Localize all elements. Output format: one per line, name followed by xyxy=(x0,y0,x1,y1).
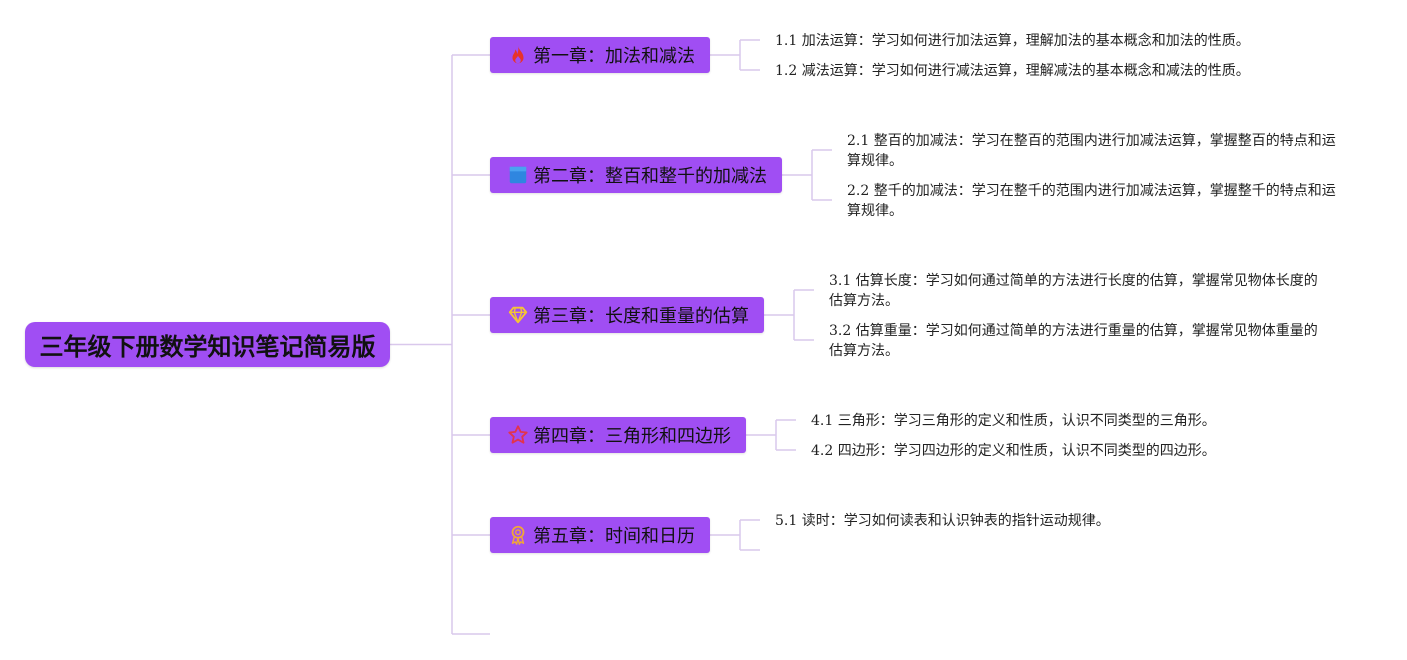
star-icon xyxy=(507,424,529,446)
chapter-node-1[interactable]: 第一章：加法和减法 xyxy=(490,37,710,73)
blue-square-icon xyxy=(507,164,529,186)
topic-4-2: 4.2 四边形：学习四边形的定义和性质，认识不同类型的四边形。 xyxy=(811,443,1216,459)
chapter-title: 第二章：整百和整千的加减法 xyxy=(533,166,767,187)
topic-5-1: 5.1 读时：学习如何读表和认识钟表的指针运动规律。 xyxy=(775,513,1110,529)
root-node[interactable]: 三年级下册数学知识笔记简易版 xyxy=(25,322,390,367)
fire-icon xyxy=(507,44,529,66)
diamond-icon xyxy=(507,304,529,326)
chapter-title: 第四章：三角形和四边形 xyxy=(533,426,731,447)
chapter-node-4[interactable]: 第四章：三角形和四边形 xyxy=(490,417,746,453)
chapter-title: 第三章：长度和重量的估算 xyxy=(533,306,749,327)
chapter-node-5[interactable]: 第五章：时间和日历 xyxy=(490,517,710,553)
topic-1-2: 1.2 减法运算：学习如何进行减法运算，理解减法的基本概念和减法的性质。 xyxy=(775,63,1250,79)
award-badge-icon xyxy=(507,524,529,546)
chapter-title: 第一章：加法和减法 xyxy=(533,46,695,67)
chapter-node-3[interactable]: 第三章：长度和重量的估算 xyxy=(490,297,764,333)
topic-2-2: 2.2 整千的加减法：学习在整千的范围内进行加减法运算，掌握整千的特点和运算规律… xyxy=(847,183,1336,219)
topic-3-1: 3.1 估算长度：学习如何通过简单的方法进行长度的估算，掌握常见物体长度的估算方… xyxy=(829,273,1318,309)
chapter-title: 第五章：时间和日历 xyxy=(533,526,695,547)
topic-4-1: 4.1 三角形：学习三角形的定义和性质，认识不同类型的三角形。 xyxy=(811,413,1216,429)
topic-3-2: 3.2 估算重量：学习如何通过简单的方法进行重量的估算，掌握常见物体重量的估算方… xyxy=(829,323,1318,359)
topic-1-1: 1.1 加法运算：学习如何进行加法运算，理解加法的基本概念和加法的性质。 xyxy=(775,33,1250,49)
topic-2-1: 2.1 整百的加减法：学习在整百的范围内进行加减法运算，掌握整百的特点和运算规律… xyxy=(847,133,1336,169)
chapter-node-2[interactable]: 第二章：整百和整千的加减法 xyxy=(490,157,782,193)
root-title: 三年级下册数学知识笔记简易版 xyxy=(39,333,376,361)
